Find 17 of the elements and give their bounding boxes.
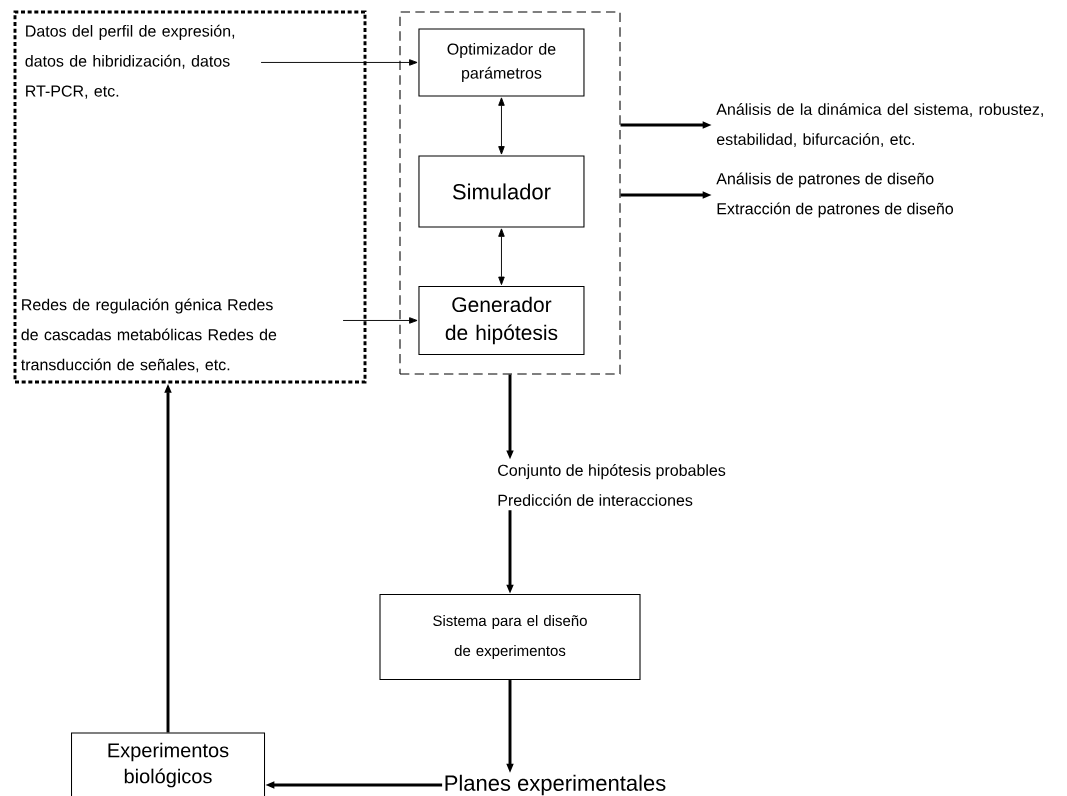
process-box: Experimentos biológicos bbox=[70, 732, 266, 796]
dotted-frame bbox=[13, 10, 367, 384]
process-box: Simulador bbox=[418, 155, 585, 228]
input-text: Redes de regulación génica Redes de cascadas metabólicas Redes de transducción de señales, etc. bbox=[21, 298, 277, 373]
process-box: Sistema para el diseño de experimentos bbox=[379, 593, 641, 681]
arrow bbox=[498, 228, 505, 285]
dashed-frame bbox=[399, 11, 621, 375]
arrow bbox=[342, 317, 418, 324]
input-text: Datos del perfil de expresión, datos de hibridización, datos RT-PCR, etc. bbox=[25, 24, 235, 99]
output-text: Análisis de la dinámica del sistema, robustez, estabilidad, bifurcación, etc. bbox=[716, 103, 1043, 147]
result-text: Conjunto de hipótesis probables Predicción de interacciones bbox=[498, 464, 726, 506]
arrow bbox=[498, 97, 505, 155]
process-box: Optimizador de parámetros bbox=[418, 28, 585, 97]
process-box: Generador de hipótesis bbox=[418, 285, 585, 355]
arrow bbox=[260, 59, 418, 66]
output-text: Análisis de patrones de diseño Extracción de patrones de diseño bbox=[716, 172, 954, 218]
result-text: Planes experimentales bbox=[445, 774, 666, 796]
